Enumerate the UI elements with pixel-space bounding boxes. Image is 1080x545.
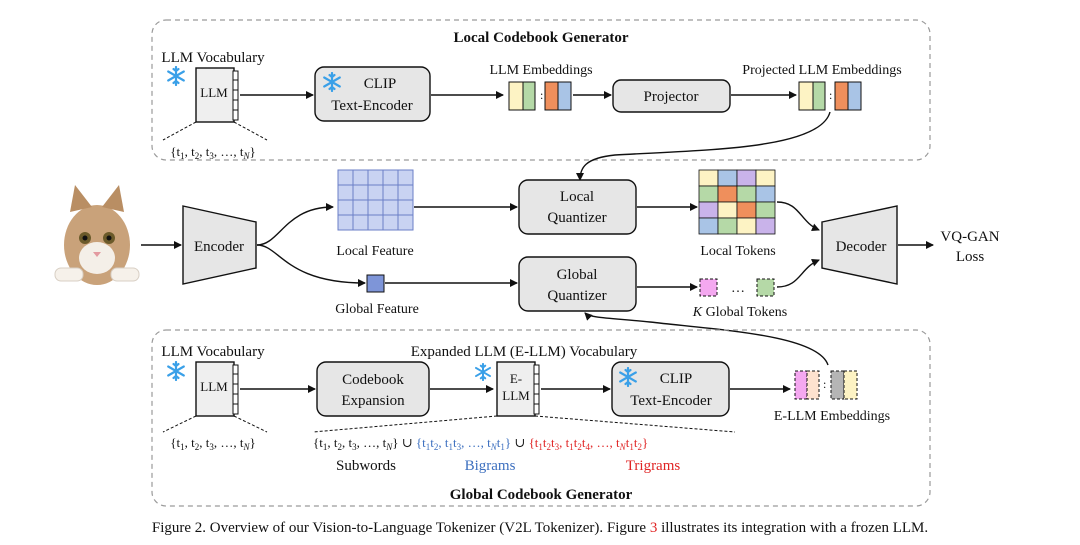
clip-text-encoder-box [611,361,730,417]
local-quantizer-label-2: Quantizer [547,210,606,226]
embedding-colon: : [829,88,832,102]
bigrams-set: {t1t2, t1t3, …, tNt1} [416,435,515,452]
book-icon [496,361,540,417]
vq-gan-loss-label-1: VQ-GAN [940,229,999,245]
llm-book-label: LLM [200,85,228,100]
local-codebook-generator-panel [151,19,931,161]
snowflake-icon [474,363,492,381]
local-generator-title: Local Codebook Generator [454,30,629,46]
llm-embedding-tokens [508,81,572,111]
codebook-expansion-label-2: Expansion [341,393,405,409]
vocab-token-set: {t1, t2, t3, …, tN} [170,435,256,452]
local-quantizer-label-1: Local [560,189,594,205]
projected-embedding-tokens [798,81,862,111]
codebook-expansion-box [316,361,430,417]
global-feature-square [366,274,385,293]
global-feature-label: Global Feature [335,302,419,317]
global-quantizer-box [518,256,637,312]
global-tokens-dots: … [731,281,745,296]
cat-image [54,185,140,285]
book-icon [195,361,239,417]
book-icon [195,67,239,123]
vocab-token-set: {t1, t2, t3, …, tN} [170,144,256,161]
encoder-label: Encoder [194,239,244,255]
llm-book-label: LLM [200,379,228,394]
local-feature-grid [337,169,414,231]
trigrams-set: {t1t2t3, t1t2t4, …, tNt1t2} [529,435,649,452]
decoder-label: Decoder [836,239,887,255]
global-quantizer-label-2: Quantizer [547,288,606,304]
snowflake-icon [167,361,185,381]
projector-box [612,79,731,113]
global-generator-title: Global Codebook Generator [450,487,633,503]
expanded-vocab-set: {t1, t2, t3, …, tN} ∪ {t1t2, t1t3, …, tN… [313,435,648,452]
ellm-embeddings-label: E-LLM Embeddings [774,409,890,424]
expanded-vocabulary-label: Expanded LLM (E-LLM) Vocabulary [411,344,638,360]
projector-label: Projector [644,89,699,105]
llm-vocabulary-label: LLM Vocabulary [161,50,265,66]
ellm-book-label-1: E- [510,371,522,386]
trigrams-label: Trigrams [626,458,681,474]
embedding-colon: : [823,377,826,391]
text-encoder-label: Text-Encoder [331,98,412,114]
global-tokens-label: K Global Tokens [692,305,787,320]
subwords-set: {t1, t2, t3, …, tN} [313,435,402,452]
local-tokens-grid [698,169,776,235]
codebook-expansion-label-1: Codebook [342,372,404,388]
figure-caption: Figure 2. Overview of our Vision-to-Lang… [151,520,929,536]
vq-gan-loss-label-2: Loss [956,249,985,265]
ellm-embedding-tokens [794,370,858,400]
subwords-label: Subwords [336,458,396,474]
ellm-book-label-2: LLM [502,388,530,403]
local-tokens-label: Local Tokens [700,244,775,259]
global-quantizer-label-1: Global [557,267,598,283]
local-quantizer-box [518,179,637,235]
codebook-to-global-quantizer-arrow [584,312,829,366]
clip-label: CLIP [660,371,693,387]
snowflake-icon [167,66,185,86]
clip-label: CLIP [364,76,397,92]
global-token-pink [699,278,718,297]
global-token-green [756,278,775,297]
local-feature-label: Local Feature [336,244,413,259]
llm-embeddings-label: LLM Embeddings [489,63,592,78]
text-encoder-label: Text-Encoder [630,393,711,409]
clip-text-encoder-box [314,66,431,122]
embedding-colon: : [540,88,543,102]
decoder-block [821,205,898,285]
bigrams-label: Bigrams [465,458,516,474]
projected-llm-embeddings-label: Projected LLM Embeddings [742,63,901,78]
codebook-to-local-quantizer-arrow [576,111,831,181]
llm-vocabulary-label: LLM Vocabulary [161,344,265,360]
encoder-block [182,205,257,285]
global-codebook-generator-panel [151,329,931,507]
figure-reference-link[interactable]: 3 [649,520,658,536]
